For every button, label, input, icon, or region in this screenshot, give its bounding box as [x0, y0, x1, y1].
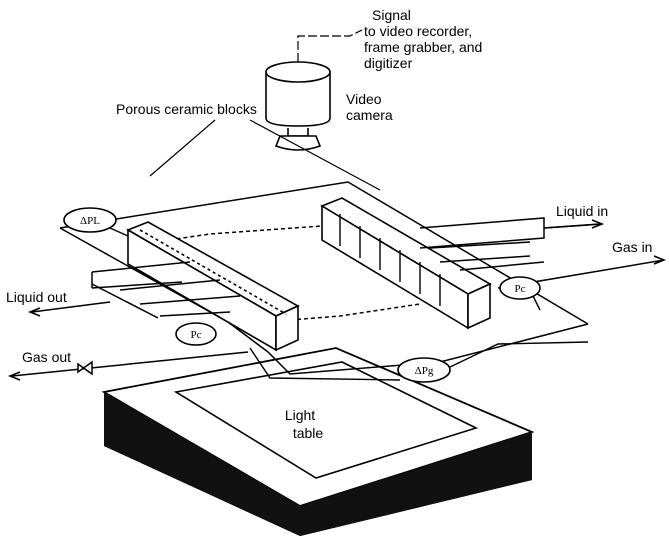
liquid-in-arrow: [543, 219, 605, 229]
porous-ceramic-blocks-label: Porous ceramic blocks: [116, 101, 257, 117]
porous-block-leader: [149, 119, 381, 191]
svg-text:Pc: Pc: [191, 329, 202, 341]
liquid-out-label: Liquid out: [6, 289, 67, 305]
svg-text:to video recorder,: to video recorder,: [364, 23, 472, 39]
svg-text:Light: Light: [285, 407, 315, 423]
svg-text:Video: Video: [346, 91, 382, 107]
signal-label: Signal to video recorder, frame grabber,…: [364, 7, 482, 71]
manifold-liquid-out: [91, 261, 241, 319]
liquid-in-label: Liquid in: [556, 203, 608, 219]
porous-block-right: [320, 197, 492, 330]
gauge-delta-pg: ΔPg: [397, 357, 451, 383]
svg-text:ΔPL: ΔPL: [80, 215, 100, 227]
svg-text:camera: camera: [346, 107, 393, 123]
svg-text:Signal: Signal: [372, 7, 411, 23]
light-table-label: Light table: [285, 407, 324, 441]
video-camera-label: Video camera: [346, 91, 393, 123]
gas-in-label: Gas in: [612, 239, 652, 255]
gas-out-line: [7, 351, 249, 381]
porous-block-left: [126, 221, 300, 352]
svg-text:digitizer: digitizer: [364, 55, 413, 71]
gauge-delta-pl: ΔPL: [63, 207, 117, 233]
svg-text:ΔPg: ΔPg: [415, 365, 434, 377]
svg-text:Pc: Pc: [515, 283, 526, 295]
svg-text:table: table: [293, 425, 324, 441]
gauge-pressure-left: Pc: [175, 322, 217, 346]
liquid-out-arrow: [27, 301, 111, 317]
light-table: [101, 347, 535, 536]
video-camera: [265, 61, 331, 151]
gauge-pressure-right: Pc: [499, 276, 541, 300]
gas-out-label: Gas out: [22, 349, 71, 365]
signal-cable: [297, 29, 363, 62]
svg-text:frame grabber, and: frame grabber, and: [364, 39, 482, 55]
